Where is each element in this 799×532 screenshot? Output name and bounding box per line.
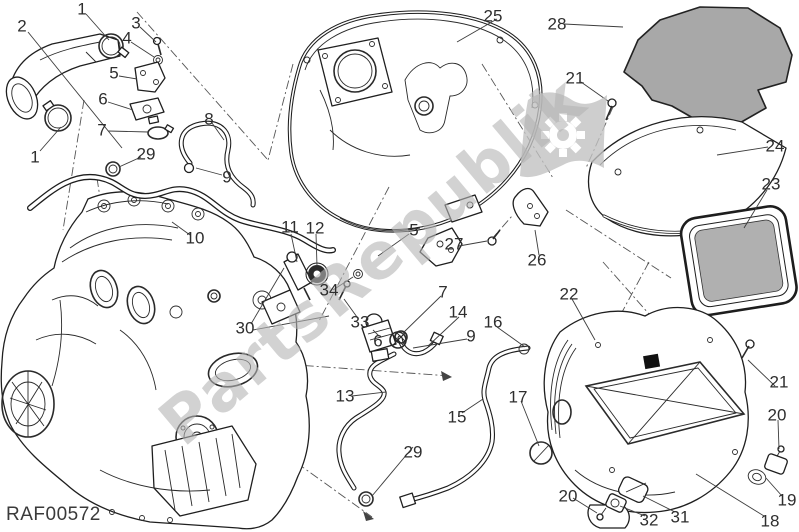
hose-clamp-1b <box>42 100 72 132</box>
bracket-5a <box>134 61 166 93</box>
part-callout-19: 19 <box>777 490 797 510</box>
part-callout-14: 14 <box>448 302 468 322</box>
hose-end-cap <box>399 492 417 509</box>
part-callout-23: 23 <box>761 174 781 194</box>
part-callout-7: 7 <box>438 282 448 302</box>
part-callout-2: 2 <box>17 16 27 36</box>
fastener-cluster-right <box>747 445 788 485</box>
part-callout-29: 29 <box>136 144 156 164</box>
part-callout-21: 21 <box>769 372 789 392</box>
part-callout-27: 27 <box>444 234 464 254</box>
part-callout-31: 31 <box>670 507 690 527</box>
screw-21b <box>741 339 755 359</box>
part-callout-15: 15 <box>447 407 467 427</box>
washer-34 <box>353 269 363 279</box>
part-callout-26: 26 <box>527 250 547 270</box>
screw-3 <box>152 36 162 56</box>
pad-31 <box>617 476 649 503</box>
part-callout-11: 11 <box>281 217 299 237</box>
screw-20b <box>777 445 785 453</box>
part-callout-34: 34 <box>319 280 339 300</box>
hose-clamp-29b <box>358 491 374 507</box>
part-callout-9: 9 <box>222 167 232 187</box>
plug-9a <box>183 162 195 174</box>
drain-hose-13 <box>336 351 397 507</box>
part-callout-25: 25 <box>483 6 503 26</box>
grommet-12 <box>305 262 329 286</box>
part-callout-3: 3 <box>131 13 141 33</box>
air-filter-part <box>679 205 798 317</box>
screw-20a <box>596 513 604 521</box>
part-callout-6: 6 <box>98 89 108 109</box>
leader-lines <box>27 13 783 517</box>
part-callout-13: 13 <box>335 386 355 406</box>
injector-11 <box>283 251 313 301</box>
part-callout-7: 7 <box>97 120 107 140</box>
foam-filter-part <box>623 6 793 125</box>
part-callout-20: 20 <box>558 486 578 506</box>
drain-hose-15 <box>399 343 531 509</box>
part-callout-24: 24 <box>765 136 785 156</box>
long-hose-10 <box>27 173 336 254</box>
screw-21a <box>605 98 617 121</box>
part-callout-8: 8 <box>204 109 214 129</box>
oring-17 <box>529 441 553 465</box>
part-callout-1: 1 <box>30 147 40 167</box>
fastener-cluster-bottom <box>596 476 649 521</box>
part-callout-28: 28 <box>547 14 567 34</box>
part-callout-18: 18 <box>760 511 780 531</box>
part-callout-30: 30 <box>235 318 255 338</box>
valve-6a <box>129 97 165 125</box>
washer-18 <box>747 469 767 485</box>
sensor-parts-30 <box>207 289 301 325</box>
hose-clamp-7a <box>147 124 175 140</box>
hose-clamp-1a <box>98 33 130 59</box>
diagram-code: RAF00572 <box>6 504 101 525</box>
part-callout-9: 9 <box>466 326 476 346</box>
part-callout-29: 29 <box>403 442 423 462</box>
part-callout-4: 4 <box>122 28 132 48</box>
engine-drawing <box>0 191 310 530</box>
part-callout-12: 12 <box>305 218 325 238</box>
watermark-flag-gear-icon <box>520 92 607 178</box>
hose-clamp-7b <box>389 331 407 349</box>
screw-27 <box>487 229 501 246</box>
part-callout-5: 5 <box>409 220 419 240</box>
part-callout-21: 21 <box>565 68 585 88</box>
bracket-26 <box>512 187 549 227</box>
part-callout-1: 1 <box>77 0 87 19</box>
part-callout-10: 10 <box>185 228 205 248</box>
part-callout-22: 22 <box>559 284 579 304</box>
breather-hose-8 <box>178 120 256 208</box>
part-callout-16: 16 <box>483 312 503 332</box>
mount-32 <box>605 493 627 513</box>
bracket-5b <box>419 227 463 267</box>
part-callout-33: 33 <box>350 312 370 332</box>
cap-19 <box>764 453 788 475</box>
part-callout-17: 17 <box>508 387 528 407</box>
intake-duct-part <box>5 33 121 120</box>
part-callout-5: 5 <box>109 63 119 83</box>
hose-clamp-29a <box>105 161 121 177</box>
part-callout-6: 6 <box>373 331 383 351</box>
part-callout-32: 32 <box>639 510 659 530</box>
part-callout-20: 20 <box>767 405 787 425</box>
